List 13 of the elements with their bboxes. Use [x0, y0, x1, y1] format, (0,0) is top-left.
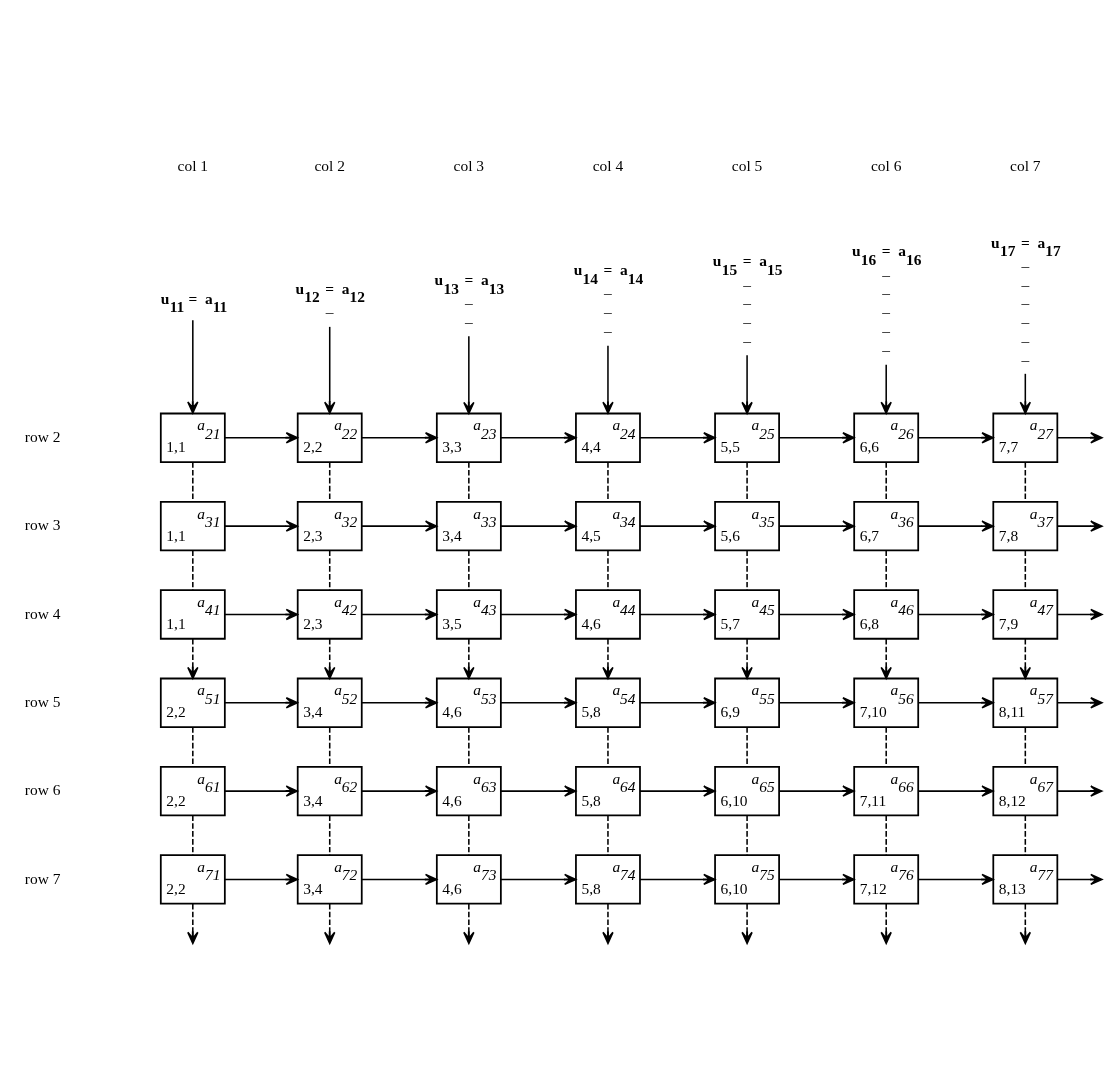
label: col 1 — [177, 156, 209, 174]
label: col 5 — [731, 156, 763, 174]
label: row 3 — [24, 515, 61, 533]
label: row 6 — [24, 780, 61, 798]
label: col 3 — [453, 156, 485, 174]
label: row 7 — [24, 869, 61, 887]
label: row 5 — [24, 692, 61, 710]
label: col 7 — [1010, 156, 1041, 174]
label: col 4 — [592, 156, 624, 174]
label: row 4 — [24, 604, 61, 622]
label: row 2 — [24, 427, 61, 445]
label: col 2 — [314, 156, 345, 174]
label: col 6 — [870, 156, 902, 174]
